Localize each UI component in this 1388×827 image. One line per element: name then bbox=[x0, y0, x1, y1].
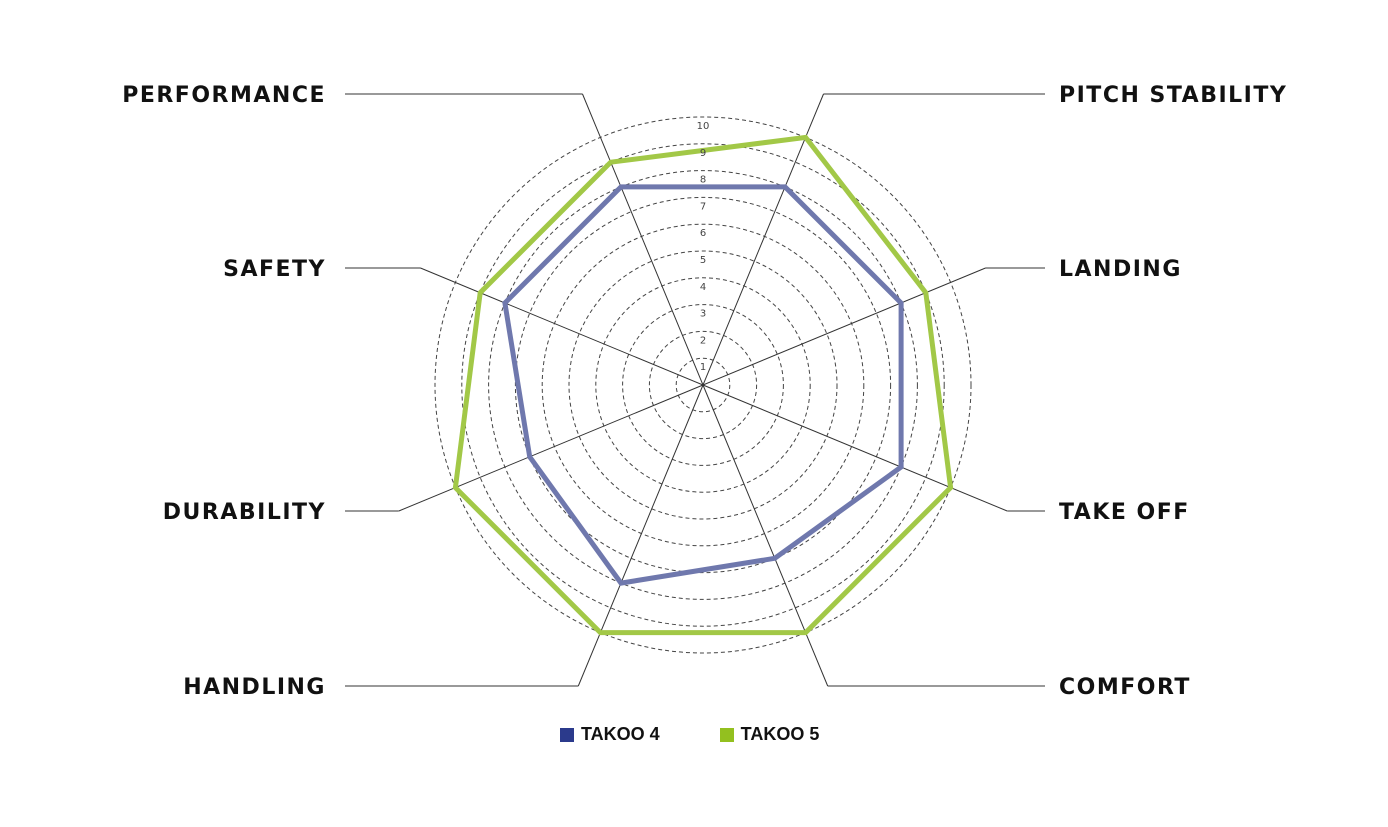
tick-label-7: 7 bbox=[700, 201, 706, 212]
grid-ring-8 bbox=[488, 170, 918, 600]
tick-label-1: 1 bbox=[700, 362, 706, 373]
legend: TAKOO 4 TAKOO 5 bbox=[560, 724, 819, 745]
category-label-comfort: COMFORT bbox=[1059, 675, 1191, 700]
series-layer bbox=[452, 134, 954, 636]
axis-line-safety bbox=[420, 267, 704, 386]
grid-ring-7 bbox=[514, 196, 892, 574]
grid-ring-4 bbox=[595, 277, 811, 493]
grid-ring-6 bbox=[541, 223, 865, 547]
axis-line-performance bbox=[582, 93, 704, 386]
grid-ring-10 bbox=[434, 116, 972, 654]
tick-label-10: 10 bbox=[697, 121, 710, 132]
grid-layer bbox=[434, 116, 972, 654]
grid-ring-5 bbox=[568, 250, 838, 520]
grid-ring-1 bbox=[675, 357, 731, 413]
category-label-landing: LANDING bbox=[1059, 257, 1182, 282]
axis-line-handling bbox=[577, 384, 704, 687]
axis-line-pitch-stability bbox=[702, 93, 824, 386]
category-label-durability: DURABILITY bbox=[163, 500, 326, 525]
tick-label-3: 3 bbox=[700, 309, 706, 320]
grid-ring-2 bbox=[648, 330, 758, 440]
series-polygon-takoo-4 bbox=[502, 184, 904, 586]
axis-line-landing bbox=[702, 267, 986, 386]
axes-layer bbox=[345, 93, 1045, 687]
labels-layer: PITCH STABILITY LANDING TAKE OFF COMFORT HAN… bbox=[122, 83, 1287, 700]
category-label-performance: PERFORMANCE bbox=[122, 83, 326, 108]
tick-label-8: 8 bbox=[700, 175, 706, 186]
tick-label-9: 9 bbox=[700, 148, 706, 159]
category-label-handling: HANDLING bbox=[183, 675, 326, 700]
tick-label-5: 5 bbox=[700, 255, 706, 266]
tick-label-6: 6 bbox=[700, 228, 706, 239]
grid-ring-3 bbox=[622, 304, 784, 466]
axis-line-comfort bbox=[702, 384, 829, 687]
tick-label-2: 2 bbox=[700, 335, 706, 346]
ticks-layer: 1 2 3 4 5 6 7 8 9 10 bbox=[697, 121, 710, 373]
legend-swatch-takoo-5 bbox=[719, 727, 734, 742]
category-label-pitch-stability: PITCH STABILITY bbox=[1059, 83, 1287, 108]
category-label-safety: SAFETY bbox=[223, 257, 326, 282]
tick-label-4: 4 bbox=[700, 282, 706, 293]
grid-ring-9 bbox=[461, 143, 945, 627]
category-label-take-off: TAKE OFF bbox=[1059, 500, 1190, 525]
legend-label-takoo-4: TAKOO 4 bbox=[581, 724, 660, 744]
series-polygon-takoo-5 bbox=[452, 134, 954, 636]
axis-line-take-off bbox=[702, 384, 1008, 512]
legend-label-takoo-5: TAKOO 5 bbox=[740, 724, 820, 744]
axis-line-durability bbox=[398, 384, 704, 512]
legend-swatch-takoo-4 bbox=[560, 727, 574, 742]
legend-item-takoo-5: TAKOO 5 bbox=[719, 724, 820, 745]
legend-item-takoo-4: TAKOO 4 bbox=[560, 724, 660, 745]
